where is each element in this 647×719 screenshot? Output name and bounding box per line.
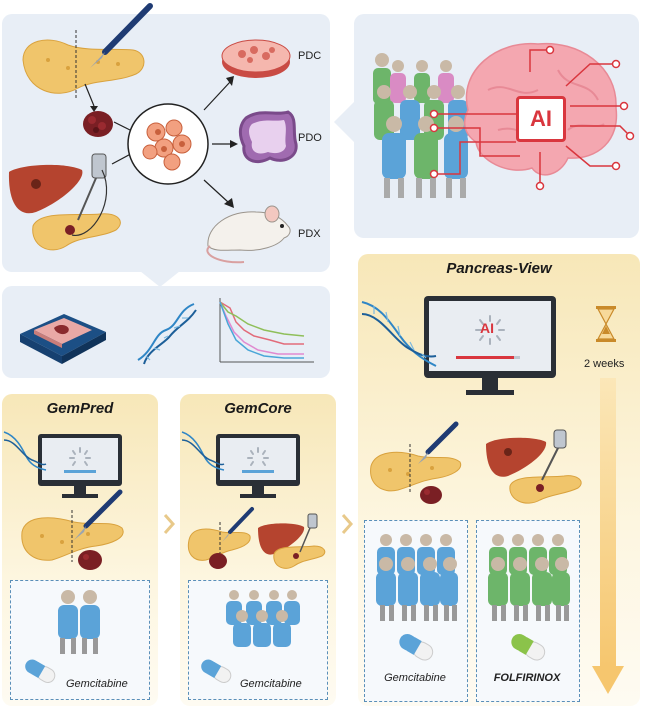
patient-crowd-icon [373,53,468,198]
gempred-title: GemPred [46,400,114,417]
patient-group-icon [226,590,300,647]
circuit-lines [429,45,635,191]
dna-icon [361,301,437,367]
scalpel-icon [74,489,123,540]
pancreas-illustration [509,475,582,504]
gempred-drug: Gemcitabine [66,678,128,690]
dna-icon [137,303,197,365]
timeline-label: 2 weeks [584,358,625,370]
dna-icon [3,431,47,471]
arrow [203,76,238,208]
liver-illustration [258,523,305,555]
pdc-label: PDC [298,50,322,62]
monitor-icon [38,434,122,498]
pancreas-illustration [22,30,145,98]
pill-icon [511,634,546,661]
pdx-label: PDX [298,228,321,240]
pill-icon [399,634,434,661]
tumor-icon [78,550,102,570]
patient-group-icon [376,534,458,621]
pill-icon [201,659,232,683]
pancreas-illustration [21,510,124,562]
monitor-icon [216,434,300,498]
monitor-icon [424,296,556,395]
liver-illustration [486,437,547,477]
hourglass-icon [596,306,616,342]
chevron-right-icon [341,514,354,534]
tumor-icon [83,111,113,137]
petri-dish-icon [221,39,291,78]
ai-chip-label: AI [530,106,552,131]
pdo-label: PDO [298,132,322,144]
liver-illustration [8,164,83,214]
chevron-right-icon [163,514,176,534]
biopsy-needle-icon [541,429,567,481]
patient-group-icon [58,590,100,654]
survival-curve-plot [219,298,314,363]
pancreas-illustration [273,545,326,569]
ai-panel-pointer [334,100,356,144]
pancreas-view-title: Pancreas-View [446,260,552,277]
patient-box [10,580,150,700]
biopsy-needle-icon [71,153,108,236]
dna-icon [181,431,225,471]
tumor-cells-circle [127,103,209,185]
mouse-icon [206,205,291,264]
pancreas-view-drug-folfirinox: FOLFIRINOX [493,672,561,684]
scalpel-icon [418,421,459,464]
gemcore-title: GemCore [224,400,292,417]
scalpel-icon [90,3,153,68]
organoid-icon [238,110,298,163]
patient-group-icon [488,534,570,621]
pancreas-view-drug-gemcitabine: Gemcitabine [384,672,446,684]
pancreas-illustration [32,213,121,251]
pancreas-illustration [370,444,462,494]
tumor-icon [209,553,227,569]
pill-icon [25,659,56,683]
histology-slide-icon [20,314,106,364]
monitor-ai-label: AI [480,320,494,336]
gemcore-drug: Gemcitabine [240,678,302,690]
timeline-arrow [592,378,624,694]
biopsy-needle-icon [299,513,318,553]
tumor-icon [420,486,442,504]
scalpel-icon [222,507,254,542]
ai-chip [516,96,566,142]
arrow [84,83,98,112]
pancreas-illustration [187,522,251,562]
panel-pointer [140,271,180,287]
